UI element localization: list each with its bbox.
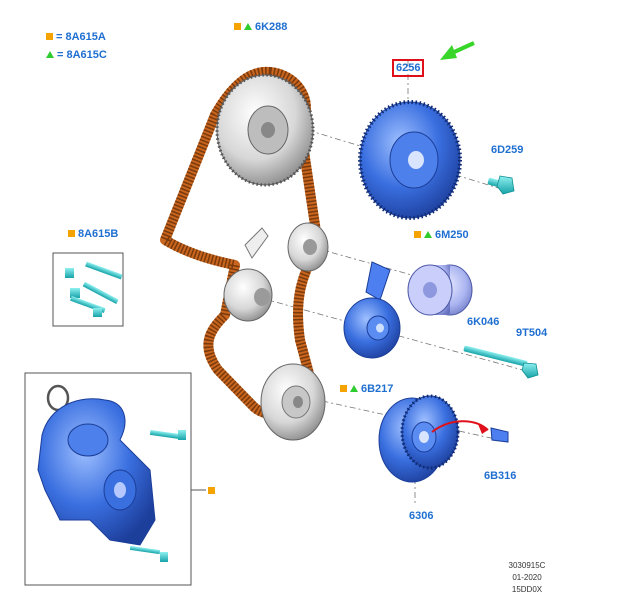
- legend-square-text: = 8A615A: [56, 31, 106, 43]
- crankshaft-pulley: [378, 394, 460, 483]
- legend-triangle-entry: = 8A615C: [46, 49, 107, 61]
- triangle-marker-icon: [244, 23, 252, 30]
- tensioner-bolt: [463, 345, 539, 379]
- timing-belt: [160, 66, 323, 420]
- square-marker-icon: [340, 385, 347, 392]
- callout-cam-pulley: 6256: [391, 59, 425, 77]
- key-with-arrow: [431, 420, 509, 443]
- idler-pulley-installed: [244, 222, 329, 272]
- reference-model: 15DD0X: [511, 585, 543, 594]
- camshaft-sprocket-installed: [215, 73, 315, 187]
- callout-crank-sprocket: 6B217: [340, 383, 393, 395]
- bolt-kit-box: [52, 252, 124, 327]
- pointer-arrow: [440, 41, 475, 60]
- legend-square-entry: = 8A615A: [46, 31, 106, 43]
- legend-triangle-text: = 8A615C: [57, 49, 107, 61]
- callout-idler: 6M250: [414, 229, 469, 241]
- callout-key: 6B316: [484, 470, 517, 482]
- square-marker-icon: [208, 487, 215, 494]
- callout-tensioner-bolt: 9T504: [516, 327, 548, 339]
- callout-water-pump: [208, 485, 218, 497]
- water-pump-box: [24, 372, 206, 586]
- callout-tensioner: 6K046: [467, 316, 500, 328]
- square-marker-icon: [234, 23, 241, 30]
- callout-belt: 6K288: [234, 21, 287, 33]
- callout-bolt-kit: 8A615B: [68, 228, 118, 240]
- square-marker-icon: [414, 231, 421, 238]
- reference-date: 01-2020: [512, 573, 542, 582]
- tensioner-pulley-installed: [223, 268, 273, 322]
- reference-code: 3030915C: [508, 561, 546, 570]
- tensioner-pulley: [343, 261, 401, 359]
- callout-cam-bolt: 6D259: [491, 144, 524, 156]
- square-marker-icon: [46, 33, 53, 40]
- camshaft-bolt: [487, 175, 515, 195]
- triangle-marker-icon: [424, 231, 432, 238]
- crank-sprocket-installed: [260, 363, 326, 441]
- square-marker-icon: [68, 230, 75, 237]
- triangle-marker-icon: [350, 385, 358, 392]
- camshaft-pulley-blue: [358, 100, 462, 220]
- callout-crank-pulley: 6306: [409, 510, 434, 522]
- idler-pulley: [407, 264, 473, 316]
- triangle-marker-icon: [46, 51, 54, 58]
